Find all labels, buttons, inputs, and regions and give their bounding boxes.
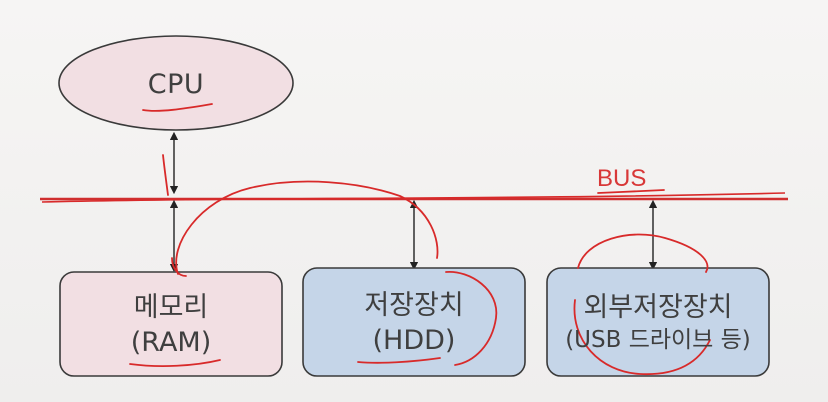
- hdd-underline: [357, 357, 441, 364]
- memory-hook: [171, 257, 187, 277]
- external-circle: [573, 299, 711, 375]
- external-storage-label-line2: (USB 드라이브 등): [565, 327, 751, 354]
- bus-label: BUS: [597, 165, 647, 192]
- bus-label-underline: [597, 189, 665, 194]
- hdd-node: [302, 267, 526, 377]
- external-storage-label-line1: 외부저장장치: [583, 292, 733, 324]
- hdd-spiral: [445, 271, 498, 366]
- ram-underline: [129, 359, 221, 367]
- handwritten-annotations: [129, 103, 711, 375]
- cpu-underline: [142, 103, 213, 112]
- memory-node: [59, 271, 283, 377]
- cpu-label: CPU: [147, 69, 205, 101]
- memory-label: 메모리 (RAM): [60, 274, 282, 376]
- memory-label-line2: (RAM): [130, 327, 212, 358]
- external-loop: [577, 233, 709, 273]
- hdd-label-line1: 저장장치: [364, 289, 464, 321]
- memory-label-line1: 메모리: [133, 291, 209, 323]
- hdd-label-line2: (HDD): [372, 325, 456, 356]
- cpu-node: [58, 35, 294, 131]
- cpu-label-container: CPU: [58, 50, 294, 120]
- external-storage-label: 외부저장장치 (USB 드라이브 등): [547, 270, 769, 376]
- hdd-label: 저장장치 (HDD): [303, 270, 525, 376]
- cpu-bus-scribble: [162, 154, 169, 196]
- external-storage-node: [546, 267, 770, 377]
- bus-line-annotation: [41, 192, 786, 203]
- memory-loop: [175, 180, 439, 275]
